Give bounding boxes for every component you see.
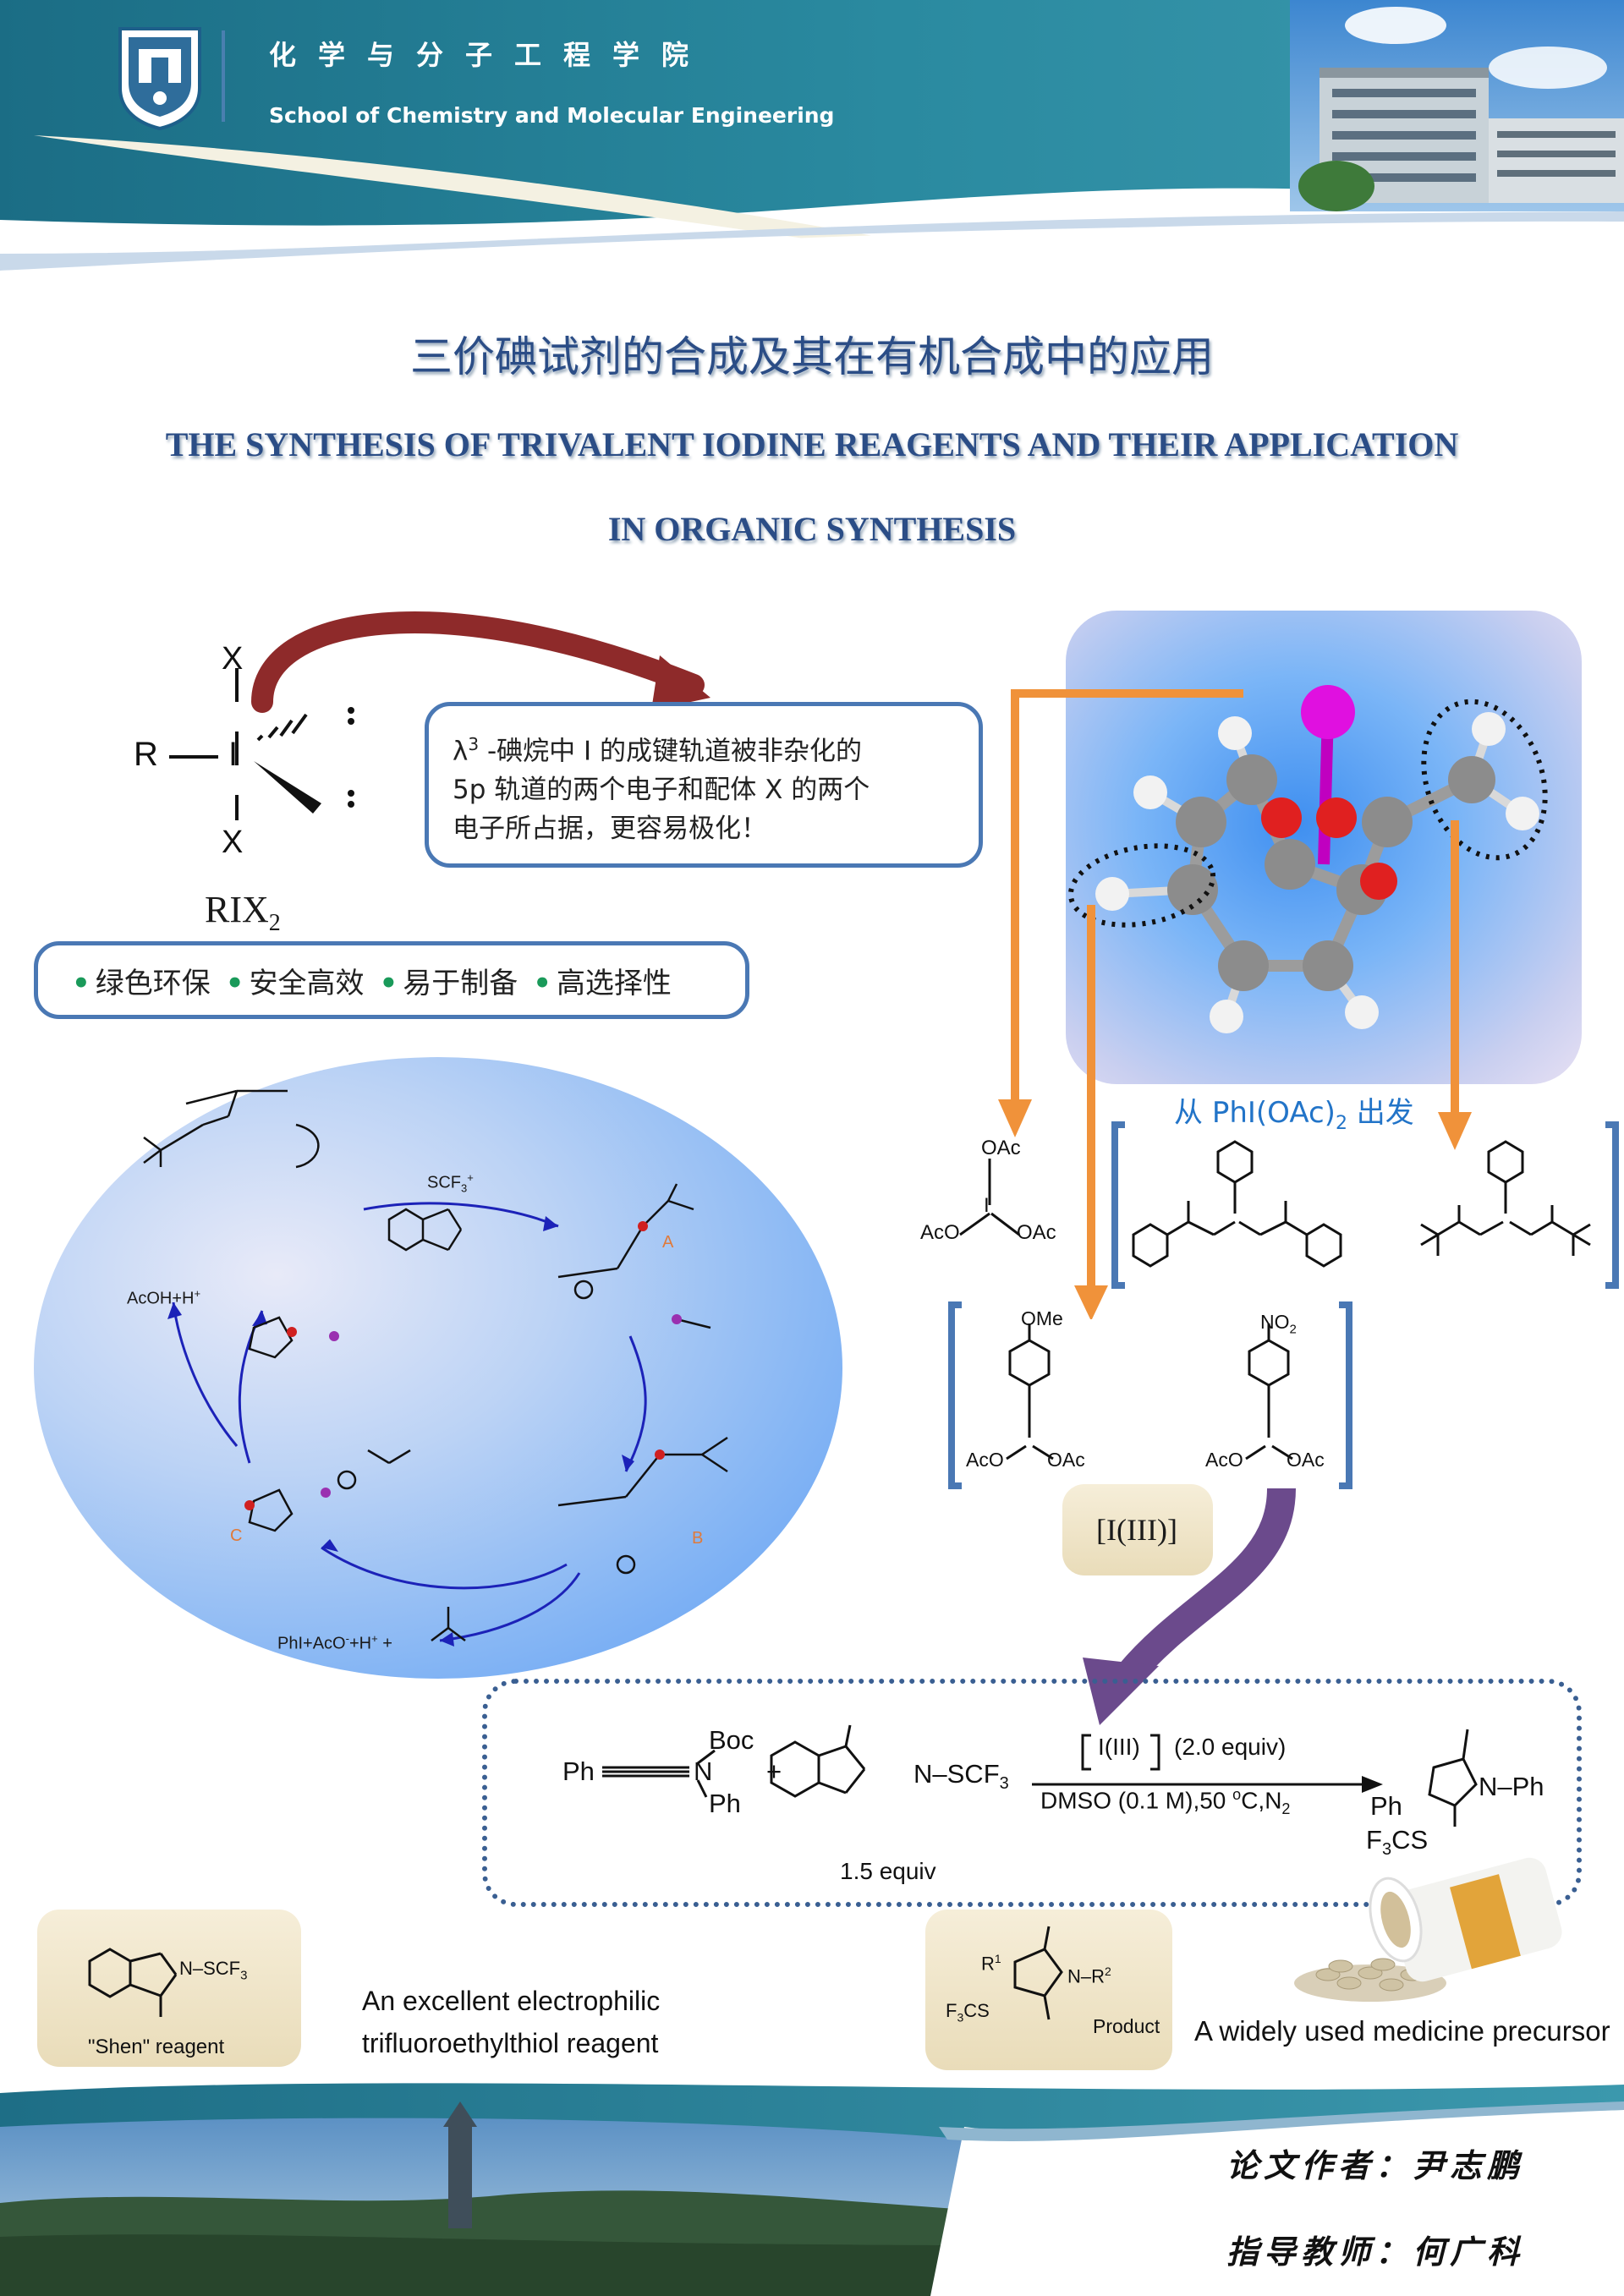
header-background — [0, 0, 1624, 279]
scf3-plus-label: SCF3+ — [427, 1171, 474, 1195]
ome-label: OMe — [1021, 1307, 1063, 1329]
saccharin-scf3: N–SCF3 — [914, 1759, 1009, 1794]
shen-description-line2: trifluoroethylthiol reagent — [362, 2028, 659, 2058]
reaction-scheme-box — [482, 1679, 1582, 1907]
shen-description-line1: An excellent electrophilic — [362, 1986, 661, 2016]
feature-item: •绿色环保 — [72, 966, 211, 1000]
school-name-cn: 化学与分子工程学院 — [269, 39, 711, 71]
bullet-icon: • — [533, 966, 551, 1000]
ligand-x-top: X — [222, 641, 244, 677]
para-substituted-reagents — [948, 1301, 1352, 1489]
r-group: R — [134, 736, 158, 773]
description-line3: 电子所占据，更容易极化！ — [453, 814, 767, 845]
feature-item: •安全高效 — [225, 966, 365, 1000]
bullet-icon: • — [225, 966, 244, 1000]
mechanism-cycle-background — [34, 1057, 842, 1679]
equiv-label: 1.5 equiv — [840, 1858, 936, 1884]
ligand-x-bottom: X — [222, 825, 244, 860]
iodine-atom: I — [228, 736, 239, 773]
school-name-en: School of Chemistry and Molecular Engine… — [269, 103, 835, 128]
product-r1: R1 — [981, 1952, 1001, 1975]
header-divider — [222, 30, 225, 122]
title-en-line2: IN ORGANIC SYNTHESIS — [607, 510, 1017, 548]
footer-banner — [0, 2083, 1624, 2296]
bullet-icon: • — [72, 966, 91, 1000]
product-label: Product — [1093, 2015, 1160, 2037]
diaryl-reagents — [1111, 1121, 1619, 1289]
reaction-scheme — [602, 1724, 1478, 1827]
intermediate-a-label: A — [662, 1233, 674, 1252]
condition-bottom: DMSO (0.1 M),50 oC,N2 — [1040, 1786, 1291, 1817]
medicine-caption: A widely used medicine precursor — [1194, 2015, 1610, 2047]
orbital-description-box: λ3 -碘烷中 I 的成键轨道被非杂化的 5p 轨道的两个电子和配体 X 的两个… — [425, 702, 983, 868]
reactant-ph: Ph — [562, 1756, 595, 1786]
product-ph: Ph — [1370, 1791, 1402, 1821]
plus-sign: + — [766, 1756, 782, 1786]
i3-tag — [1062, 1484, 1213, 1575]
i3-tag-label: [I(III)] — [1096, 1513, 1177, 1547]
iodine-label: I — [984, 1194, 990, 1217]
header-banner: 化学与分子工程学院 School of Chemistry and Molecu… — [0, 0, 1624, 279]
rix2-label: RIX2 — [205, 889, 281, 936]
aco-label: AcO — [966, 1449, 1004, 1471]
university-logo — [118, 27, 201, 130]
acoh-label: AcOH+H+ — [127, 1287, 201, 1308]
reaction-arrow — [1083, 1488, 1296, 1725]
reactant-boc: Boc — [709, 1725, 754, 1755]
feature-item: •高选择性 — [533, 966, 672, 1000]
starting-material-label: 从 PhI(OAc)2 出发 — [1174, 1096, 1414, 1134]
condition-reagent: I(III) — [1098, 1734, 1140, 1760]
features-box: •绿色环保 •安全高效 •易于制备 •高选择性 — [34, 941, 749, 1019]
aco-label: AcO — [920, 1221, 960, 1244]
mechanism-cycle-diagram — [143, 1089, 728, 1647]
molecule-3d-model — [1067, 685, 1548, 1033]
description-line2: 5p 轨道的两个电子和配体 X 的两个 — [453, 775, 870, 806]
reactant-n: N — [694, 1756, 713, 1786]
reactant-ph2: Ph — [709, 1789, 741, 1818]
shen-reagent-card — [37, 1910, 301, 2067]
description-line1: λ3 -碘烷中 I 的成键轨道被非杂化的 — [453, 734, 862, 767]
phi-oac2-structure — [959, 1159, 1020, 1236]
medicine-bottle-image — [1294, 1857, 1562, 2002]
author-name: 论文作者：尹志鹏 — [1226, 2146, 1525, 2184]
bullet-icon: • — [379, 966, 398, 1000]
polarization-arrow — [251, 611, 705, 713]
title-cn: 三价碘试剂的合成及其在有机合成中的应用 — [410, 332, 1214, 381]
intermediate-b-label: B — [692, 1529, 704, 1548]
shen-reagent-label: "Shen" reagent — [88, 2036, 225, 2058]
product-nph: N–Ph — [1479, 1772, 1544, 1801]
shen-scf3: N–SCF3 — [179, 1958, 248, 1983]
oac-label: OAc — [981, 1137, 1021, 1159]
oac-label: OAc — [1017, 1221, 1056, 1244]
aco-label: AcO — [1205, 1449, 1243, 1471]
shen-reagent-structure — [88, 1948, 178, 2017]
derivation-arrows — [998, 689, 1472, 1319]
rix2-structure — [169, 611, 710, 820]
advisor-name: 指导教师：何广科 — [1226, 2233, 1525, 2271]
product-structure — [1013, 1926, 1063, 2020]
intermediate-c-label: C — [230, 1526, 243, 1545]
no2-label: NO2 — [1260, 1311, 1297, 1337]
phi-aco-label: PhI+AcO-+H+ + — [277, 1632, 392, 1653]
oac-label: OAc — [1287, 1449, 1325, 1471]
title-en-line1: THE SYNTHESIS OF TRIVALENT IODINE REAGEN… — [165, 425, 1459, 463]
product-f3cs: F3CS — [1366, 1825, 1429, 1860]
oac-label: OAc — [1047, 1449, 1085, 1471]
condition-top: (2.0 equiv) — [1174, 1734, 1287, 1760]
product-nr2: N–R2 — [1067, 1964, 1111, 1987]
product-f3cs-label: F3CS — [946, 2000, 990, 2025]
feature-item: •易于制备 — [379, 966, 518, 1000]
